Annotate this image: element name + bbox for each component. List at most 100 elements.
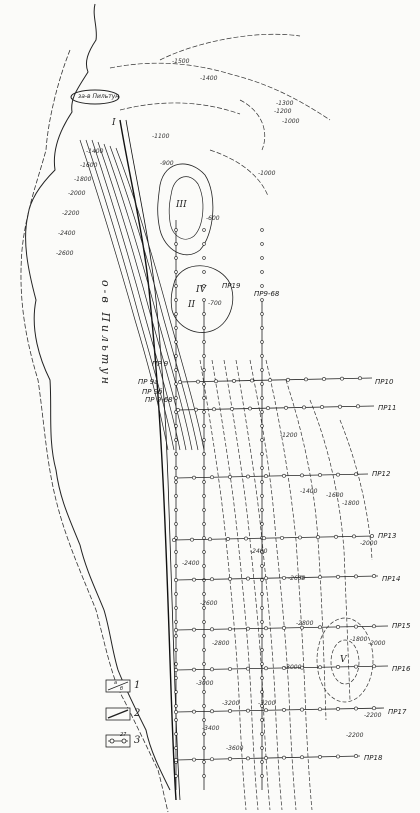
station-dot bbox=[264, 756, 268, 760]
station-dot bbox=[260, 704, 264, 708]
profile-line bbox=[175, 755, 361, 761]
station-dot bbox=[194, 407, 198, 412]
station-dot bbox=[268, 378, 272, 383]
station-dot bbox=[174, 382, 178, 386]
station-dot bbox=[336, 625, 340, 629]
contour-label: -2000 bbox=[368, 640, 386, 647]
station-dot bbox=[320, 405, 324, 409]
station-dot bbox=[210, 627, 214, 632]
contour-label: -1800 bbox=[342, 500, 360, 507]
station-dot bbox=[202, 718, 206, 722]
station-dot bbox=[202, 340, 206, 344]
horizontal-line-dots bbox=[172, 376, 376, 762]
station-dot bbox=[174, 662, 178, 666]
station-dot bbox=[260, 550, 264, 554]
station-dot bbox=[202, 284, 206, 288]
station-dot bbox=[336, 574, 340, 579]
closed-contour-v-inner bbox=[330, 639, 360, 685]
station-dot bbox=[260, 480, 264, 484]
station-dot bbox=[202, 298, 206, 302]
station-dot bbox=[174, 774, 178, 778]
station-dot bbox=[210, 667, 214, 672]
station-dot bbox=[210, 577, 214, 582]
station-dot bbox=[174, 550, 178, 554]
station-dot bbox=[260, 592, 264, 596]
station-dot bbox=[174, 648, 178, 652]
station-dot bbox=[260, 718, 264, 722]
station-dot bbox=[212, 407, 216, 412]
profile-line bbox=[175, 575, 379, 581]
station-dot bbox=[318, 665, 322, 670]
station-dot bbox=[318, 754, 322, 759]
station-dot bbox=[260, 746, 264, 750]
station-dot bbox=[174, 578, 178, 582]
station-dot bbox=[202, 760, 206, 764]
station-dot bbox=[202, 662, 206, 666]
station-dot bbox=[336, 754, 340, 759]
station-dot bbox=[202, 354, 206, 358]
profile-label-pr12: ПР12 bbox=[372, 470, 391, 478]
contour-label: -3600 bbox=[226, 745, 244, 752]
station-dot bbox=[354, 472, 358, 477]
station-dot bbox=[336, 472, 340, 477]
station-dot bbox=[282, 708, 286, 712]
roman-iii: III bbox=[176, 200, 187, 210]
station-dot bbox=[354, 754, 358, 758]
station-dot bbox=[202, 368, 206, 372]
station-dot bbox=[192, 627, 196, 632]
station-dot bbox=[202, 452, 206, 456]
station-dot bbox=[174, 368, 178, 372]
station-dot bbox=[174, 480, 178, 484]
closed-contour-iv bbox=[170, 265, 234, 333]
contour-label: -1000 bbox=[282, 118, 300, 125]
bay-outline bbox=[70, 89, 120, 105]
station-dot bbox=[354, 706, 358, 711]
station-dot bbox=[260, 452, 264, 456]
contour-label: -2400 bbox=[58, 230, 76, 237]
station-dot bbox=[174, 476, 178, 480]
legend-1-sub-bottom: б bbox=[120, 686, 124, 692]
station-dot bbox=[250, 378, 254, 383]
station-dot bbox=[284, 405, 288, 410]
station-dot bbox=[282, 575, 286, 580]
station-dot bbox=[300, 625, 304, 630]
profile-label-pr9-68: ПР9-68 bbox=[254, 290, 280, 298]
contour-label: -2000 bbox=[360, 540, 378, 547]
legend-1-sub-top: a bbox=[114, 680, 118, 686]
contour-label: -1500 bbox=[172, 58, 190, 65]
station-dot bbox=[232, 378, 236, 383]
station-dot bbox=[358, 376, 362, 381]
station-dot bbox=[202, 578, 206, 582]
station-dot bbox=[246, 474, 250, 479]
profile-label-pr17: ПР17 bbox=[388, 708, 407, 716]
station-dot bbox=[282, 626, 286, 630]
station-dot bbox=[228, 577, 232, 581]
station-dot bbox=[228, 756, 232, 761]
contours-east bbox=[199, 359, 373, 811]
station-dot bbox=[260, 620, 264, 624]
station-dot bbox=[174, 628, 178, 632]
legend-3-sub-top: 27 bbox=[120, 732, 127, 738]
station-dot bbox=[248, 406, 252, 411]
contour-label: -1100 bbox=[152, 133, 170, 140]
station-dot bbox=[372, 706, 376, 711]
contour-label: -2200 bbox=[62, 210, 80, 217]
vertical-line-dots bbox=[174, 228, 264, 778]
profile-label-pr14: ПР14 bbox=[382, 575, 401, 583]
station-dot bbox=[282, 755, 286, 760]
station-dot bbox=[300, 707, 304, 712]
contour-label: -1000 bbox=[258, 170, 276, 177]
station-dot bbox=[300, 473, 304, 478]
station-dot bbox=[260, 648, 264, 652]
station-dot bbox=[202, 494, 206, 498]
station-dot bbox=[192, 757, 196, 762]
contour-label: -3200 bbox=[222, 700, 240, 707]
station-dot bbox=[260, 438, 264, 442]
station-dot bbox=[260, 298, 264, 302]
contour-label: -2400 bbox=[250, 548, 268, 555]
spit-line-inner bbox=[125, 119, 181, 801]
contour-label: -1400 bbox=[86, 148, 104, 155]
station-dot bbox=[260, 424, 264, 428]
contour-label: -2200 bbox=[364, 712, 382, 719]
station-dot bbox=[174, 668, 178, 672]
